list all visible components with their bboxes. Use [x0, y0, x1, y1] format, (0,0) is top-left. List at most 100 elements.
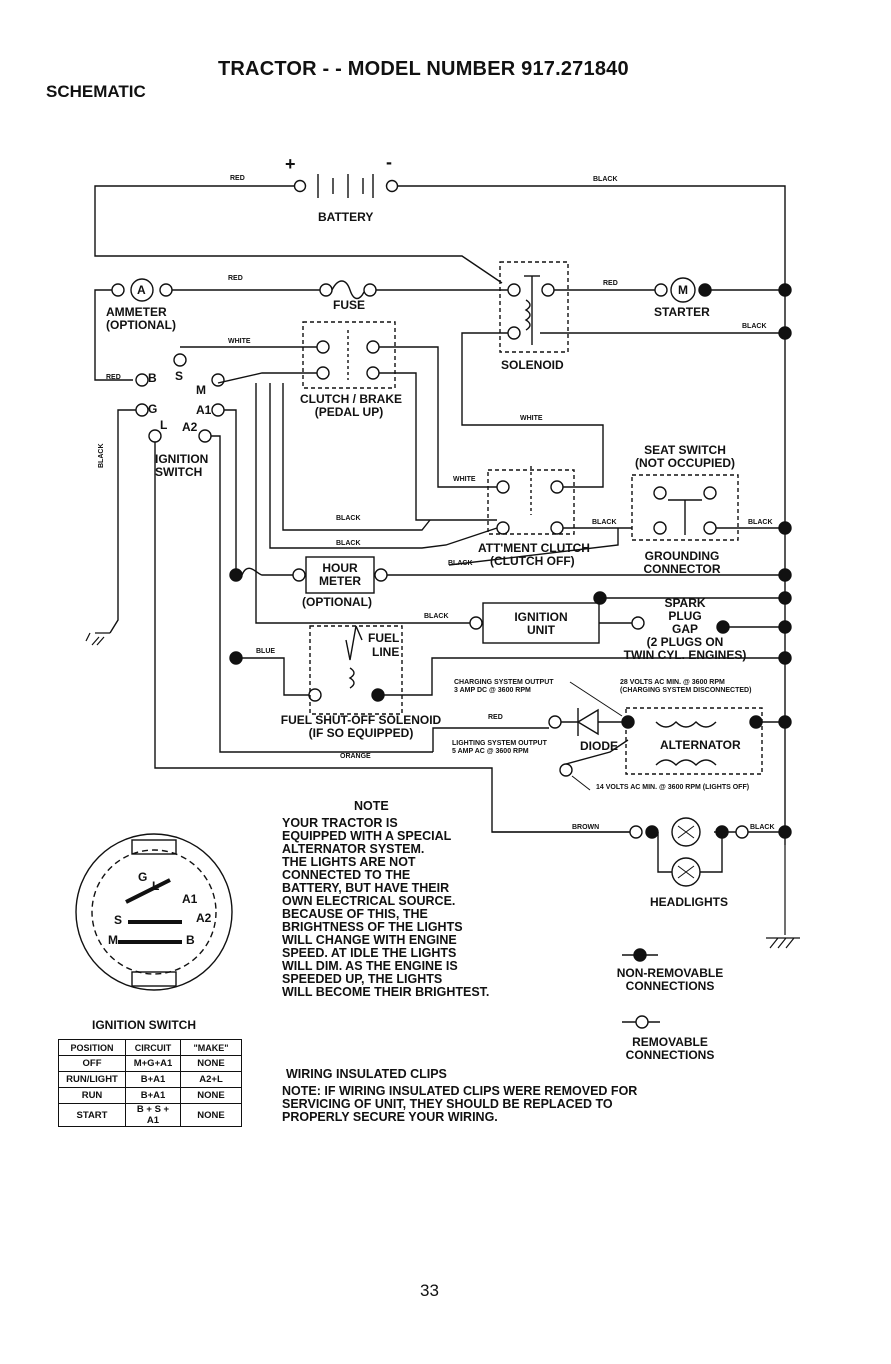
headlights-label: HEADLIGHTS [650, 895, 728, 909]
wire-black: BLACK [750, 824, 775, 831]
text-line: WILL BECOME THEIR BRIGHTEST. [282, 985, 490, 999]
wire-black: BLACK [592, 519, 617, 526]
sw-l: L [152, 879, 160, 893]
table-header: POSITION [58, 1039, 126, 1056]
attment-clutch-sub: (CLUTCH OFF) [490, 554, 575, 568]
term-g: G [148, 402, 158, 416]
table-cell: A2+L [180, 1071, 242, 1088]
starter-label: STARTER [654, 305, 710, 319]
term-a1: A1 [196, 403, 212, 417]
wire-red: RED [488, 714, 503, 721]
sw-m: M [108, 933, 118, 947]
seat-switch-label: SEAT SWITCH(NOT OCCUPIED) [635, 443, 735, 470]
fuel-solenoid-label: FUEL SHUT-OFF SOLENOID(IF SO EQUIPPED) [280, 713, 442, 740]
text-line: SERVICING OF UNIT, THEY SHOULD BE REPLAC… [282, 1097, 613, 1111]
wire-black: BLACK [593, 176, 618, 183]
note-heading: NOTE [354, 799, 389, 813]
sw-a1: A1 [182, 892, 198, 906]
text-line: CONNECTED TO THE [282, 868, 411, 882]
battery-plus: + [285, 154, 296, 174]
battery-symbol [293, 174, 399, 198]
attment-clutch-label: ATT'MENT CLUTCH [478, 541, 590, 555]
clutch-brake-label: CLUTCH / BRAKE(PEDAL UP) [300, 392, 402, 419]
table-cell: B+A1 [125, 1087, 181, 1104]
sw-g: G [138, 870, 148, 884]
table-cell: NONE [180, 1087, 242, 1104]
ammeter-optional: (OPTIONAL) [106, 318, 176, 332]
text-line: THE LIGHTS ARE NOT [282, 855, 416, 869]
text-line: SPEED. AT IDLE THE LIGHTS [282, 946, 457, 960]
battery-minus: - [386, 152, 392, 172]
wire-blue: BLUE [256, 648, 276, 655]
wire-white: WHITE [453, 476, 476, 483]
text-line: PROPERLY SECURE YOUR WIRING. [282, 1110, 498, 1124]
text-line: WILL DIM. AS THE ENGINE IS [282, 959, 458, 973]
ammeter-letter: A [137, 283, 146, 297]
fuse-label: FUSE [333, 298, 366, 312]
text-line: BRIGHTNESS OF THE LIGHTS [282, 920, 463, 934]
table-cell: M+G+A1 [125, 1055, 181, 1072]
wire-black: BLACK [742, 323, 767, 330]
table-cell: RUN/LIGHT [58, 1071, 126, 1088]
wire-orange: ORANGE [340, 753, 371, 760]
table-header: CIRCUIT [125, 1039, 181, 1056]
sw-b: B [186, 933, 195, 947]
table-header: "MAKE" [180, 1039, 242, 1056]
wire-black: BLACK [98, 443, 105, 469]
ignition-switch-symbol [135, 353, 225, 443]
hour-meter-optional: (OPTIONAL) [302, 595, 372, 609]
fuel-line-label: FUEL [368, 631, 400, 645]
table-row: RUN B+A1 NONE [58, 1087, 242, 1104]
table-cell: NONE [180, 1103, 242, 1127]
text-line: EQUIPPED WITH A SPECIAL [282, 829, 452, 843]
table-cell: B + S + A1 [125, 1103, 181, 1127]
term-m: M [196, 383, 206, 397]
alternator-label: ALTERNATOR [660, 738, 741, 752]
volts28-note: 28 VOLTS AC MIN. @ 3600 RPM(CHARGING SYS… [620, 679, 752, 694]
wire-red: RED [106, 374, 121, 381]
volts14-note: 14 VOLTS AC MIN. @ 3600 RPM (LIGHTS OFF) [596, 784, 750, 791]
wire-red: RED [603, 280, 618, 287]
clips-body: NOTE: IF WIRING INSULATED CLIPS WERE REM… [282, 1085, 637, 1124]
ignition-switch-face [75, 833, 233, 991]
fuse-symbol [319, 280, 377, 300]
starter-letter: M [678, 283, 688, 297]
table-cell: OFF [58, 1055, 126, 1072]
term-s: S [175, 369, 184, 383]
text-line: ALTERNATOR SYSTEM. [282, 842, 425, 856]
ignition-switch-table: POSITION CIRCUIT "MAKE" OFF M+G+A1 NONE … [58, 1039, 242, 1127]
term-l: L [160, 418, 168, 432]
ignition-table-title: IGNITION SWITCH [92, 1018, 196, 1032]
term-b: B [148, 371, 157, 385]
wire-black: BLACK [336, 540, 361, 547]
wire-red: RED [228, 275, 243, 282]
solenoid-label: SOLENOID [501, 358, 564, 372]
section-heading: SCHEMATIC [46, 82, 146, 101]
wire-black: BLACK [336, 515, 361, 522]
table-row: START B + S + A1 NONE [58, 1103, 242, 1127]
text-line: WILL CHANGE WITH ENGINE [282, 933, 457, 947]
text-line: OWN ELECTRICAL SOURCE. [282, 894, 456, 908]
table-cell: RUN [58, 1087, 126, 1104]
table-row: RUN/LIGHT B+A1 A2+L [58, 1071, 242, 1088]
diode-label: DIODE [580, 739, 619, 753]
wire-black: BLACK [748, 519, 773, 526]
fuel-line-label-2: LINE [372, 645, 400, 659]
text-line: BECAUSE OF THIS, THE [282, 907, 428, 921]
ammeter-label: AMMETER [106, 305, 167, 319]
table-row: OFF M+G+A1 NONE [58, 1055, 242, 1072]
text-line: YOUR TRACTOR IS [282, 816, 398, 830]
battery-label: BATTERY [318, 210, 374, 224]
sw-s: S [114, 913, 123, 927]
text-line: SPEEDED UP, THE LIGHTS [282, 972, 443, 986]
wire-black: BLACK [424, 613, 449, 620]
